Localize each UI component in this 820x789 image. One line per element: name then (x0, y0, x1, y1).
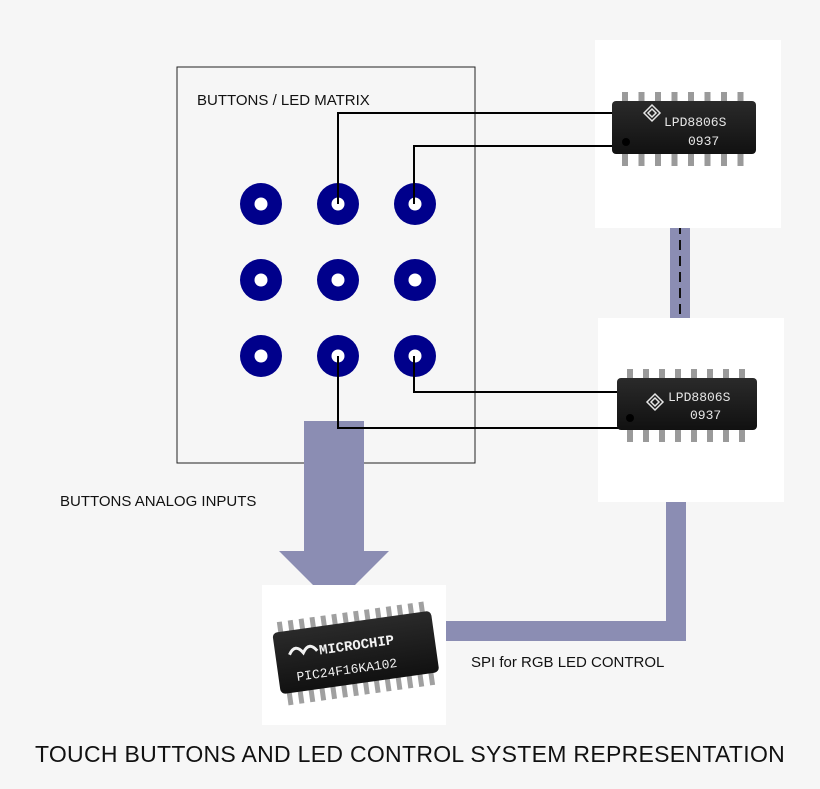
chip-pin (297, 689, 305, 704)
chip-pin (723, 428, 729, 442)
analog-inputs-label: BUTTONS ANALOG INPUTS (60, 493, 257, 510)
chip-pin (622, 92, 628, 106)
chip-pin (319, 686, 327, 701)
touch-button[interactable] (240, 183, 282, 225)
chip-pin (309, 616, 317, 630)
chip-pin (330, 684, 338, 700)
chip-pin (331, 613, 338, 627)
lpd-logo-icon (645, 392, 665, 412)
driver-bottom-part: LPD8806S (668, 390, 731, 405)
chip-pin (737, 92, 744, 106)
chip-pin (707, 428, 713, 442)
chip-pin (688, 152, 694, 166)
chip-pin (320, 615, 328, 628)
analog-input-arrow (279, 421, 389, 606)
chip-pin (396, 604, 404, 618)
wire-top-1 (337, 112, 619, 204)
chip-pin (353, 610, 360, 624)
chip-pin (384, 676, 392, 692)
spi-label: SPI for RGB LED CONTROL (471, 654, 665, 671)
chip-pin (659, 428, 665, 442)
microchip-logo-icon (288, 644, 319, 656)
chip-pin (739, 369, 745, 383)
chip-pin (627, 428, 633, 442)
matrix-title: BUTTONS / LED MATRIX (197, 92, 370, 109)
wire-top-2 (413, 145, 619, 204)
chip-pin (675, 369, 681, 383)
chip-pin (671, 92, 678, 106)
lpd-logo-icon (642, 103, 662, 123)
chip-pin (659, 369, 665, 383)
chip-pin (385, 606, 393, 619)
chip-pin (643, 428, 649, 442)
footer-title: TOUCH BUTTONS AND LED CONTROL SYSTEM REP… (34, 741, 786, 767)
chip-pin (428, 670, 436, 686)
chip-pin (704, 92, 711, 106)
chip-pin (363, 609, 371, 622)
chip-pin (704, 152, 711, 166)
chip-pin (721, 152, 727, 166)
chip-pin (638, 152, 645, 166)
touch-button[interactable] (240, 335, 282, 377)
touch-button[interactable] (394, 259, 436, 301)
chip-pin (688, 92, 694, 106)
chip-pin (655, 92, 661, 106)
chip-pin (627, 369, 633, 383)
wire-bottom-2 (337, 356, 623, 429)
wire-bottom-1 (413, 356, 623, 393)
chip-pin (341, 683, 348, 698)
driver-chip-top: LPD8806S 0937 (612, 92, 756, 166)
touch-button[interactable] (240, 259, 282, 301)
chip-pin (638, 92, 645, 106)
driver-bottom-code: 0937 (690, 408, 721, 423)
chip-pin (406, 673, 414, 689)
chip-pin (374, 607, 382, 621)
chip-pin (362, 680, 370, 695)
button-grid (240, 183, 436, 377)
chip-pin (417, 672, 425, 687)
chip-pin (286, 690, 294, 706)
driver-top-part: LPD8806S (664, 115, 727, 130)
chip-pin (407, 603, 415, 616)
chip-pin (342, 612, 349, 625)
chip-pin (675, 428, 681, 442)
chip-pin (373, 678, 381, 694)
chip-pin (691, 428, 697, 442)
chip-pin (418, 601, 426, 615)
chip-pin (287, 619, 295, 633)
driver-chip-bottom: LPD8806S 0937 (617, 369, 757, 442)
chip-pin (737, 152, 744, 166)
chip-pin (721, 92, 727, 106)
chip-pin (671, 152, 678, 166)
chip-pin (691, 369, 697, 383)
chip-pin (276, 621, 284, 635)
chip-pin (655, 152, 661, 166)
chip-pin (723, 369, 729, 383)
chip-pin (707, 369, 713, 383)
touch-button[interactable] (317, 259, 359, 301)
driver-top-code: 0937 (688, 134, 719, 149)
mcu-chip: MICROCHIP PIC24F16KA102 (272, 601, 439, 706)
chip-pin (643, 369, 649, 383)
chip-pin (739, 428, 745, 442)
chip-pin (622, 152, 628, 166)
chip-pin (351, 681, 359, 697)
chip-pin (395, 675, 403, 691)
chip-pin (308, 687, 316, 703)
chip-pin (298, 618, 306, 631)
